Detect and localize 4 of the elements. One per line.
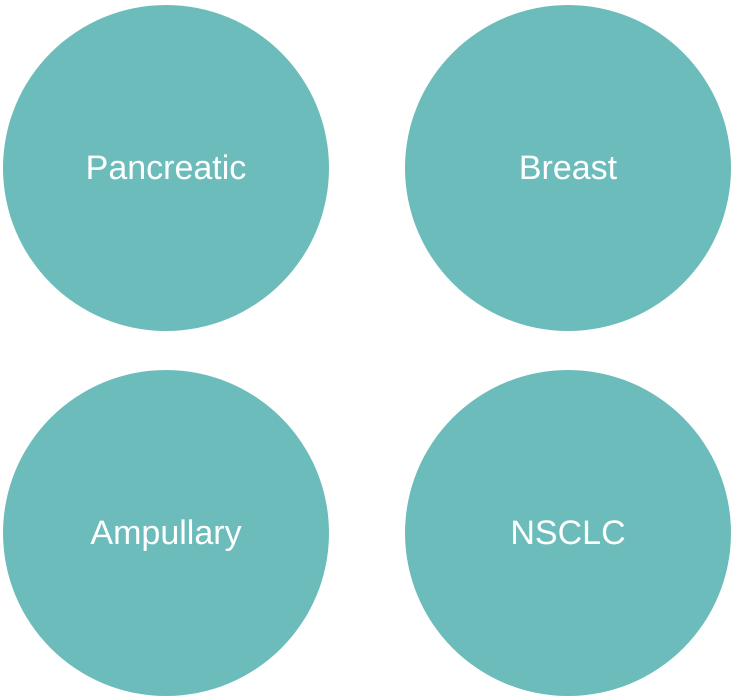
node-label: Pancreatic: [86, 148, 246, 188]
node-label: Ampullary: [90, 514, 242, 552]
node-label: Breast: [518, 148, 618, 188]
node-label: NSCLC: [510, 514, 626, 552]
